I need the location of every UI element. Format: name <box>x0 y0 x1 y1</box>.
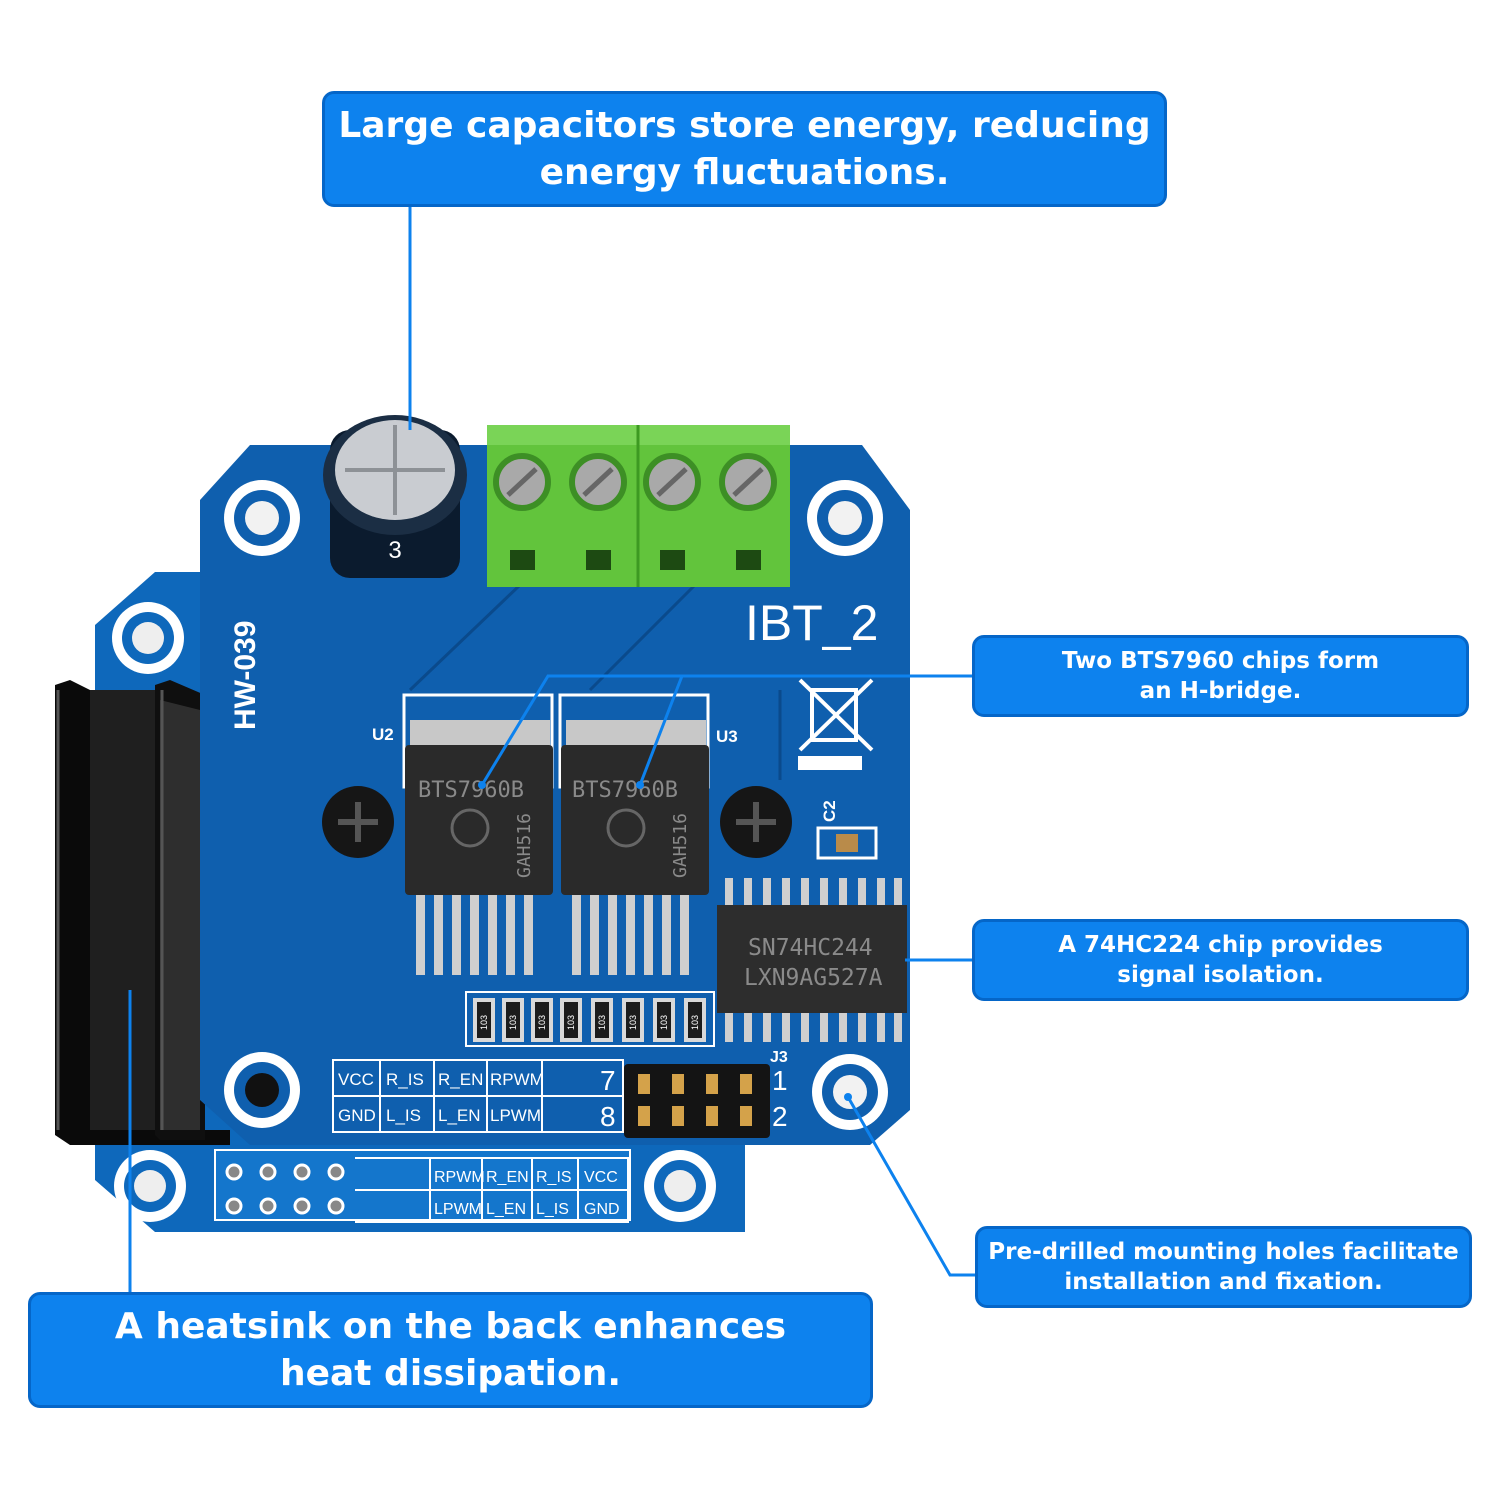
screw-icon <box>322 786 394 858</box>
resistor-array: 103 103 103 103 103 103 103 103 <box>465 991 715 1047</box>
svg-text:103: 103 <box>508 1015 518 1030</box>
svg-text:L_IS: L_IS <box>386 1106 421 1125</box>
svg-text:GND: GND <box>584 1201 620 1218</box>
screw-terminal <box>487 425 790 587</box>
front-board: 3 IBT_2 HW-039 <box>200 415 910 1145</box>
chip-left-ref: U2 <box>372 725 394 744</box>
svg-text:GND: GND <box>338 1106 376 1125</box>
bts7960-chip-right: BTS7960B GAH516 <box>561 720 709 975</box>
svg-text:LPWM: LPWM <box>434 1201 482 1218</box>
svg-text:2: 2 <box>772 1101 788 1132</box>
svg-text:BTS7960B: BTS7960B <box>418 778 524 803</box>
svg-text:103: 103 <box>537 1015 547 1030</box>
svg-text:7: 7 <box>600 1065 616 1096</box>
cap-ref: C2 <box>820 800 839 822</box>
board-name: IBT_2 <box>745 595 878 651</box>
callout-heatsink: A heatsink on the back enhances heat dis… <box>28 1292 873 1408</box>
sn74hc244-chip: SN74HC244 LXN9AG527A <box>717 878 907 1042</box>
capacitor-mark: 3 <box>388 537 401 564</box>
callout-signal-isolation: A 74HC224 chip provides signal isolation… <box>972 919 1469 1001</box>
chip-right-ref: U3 <box>716 727 738 746</box>
back-pin-labels: RPWM R_EN R_IS VCC LPWM L_EN L_IS GND <box>434 1169 620 1218</box>
svg-text:VCC: VCC <box>584 1169 618 1186</box>
svg-text:L_EN: L_EN <box>438 1106 481 1125</box>
svg-text:103: 103 <box>566 1015 576 1030</box>
svg-text:BTS7960B: BTS7960B <box>572 778 678 803</box>
svg-text:LXN9AG527A: LXN9AG527A <box>744 965 883 991</box>
svg-text:GAH516: GAH516 <box>514 813 535 878</box>
svg-text:GAH516: GAH516 <box>670 813 691 878</box>
svg-text:L_EN: L_EN <box>486 1201 526 1218</box>
svg-text:8: 8 <box>600 1101 616 1132</box>
mounting-hole-icon <box>224 480 300 556</box>
svg-text:SN74HC244: SN74HC244 <box>748 935 873 961</box>
callout-leader-lines <box>128 207 975 1292</box>
svg-text:LPWM: LPWM <box>490 1106 541 1125</box>
callout-h-bridge-chips: Two BTS7960 chips form an H-bridge. <box>972 635 1469 717</box>
pin-header <box>624 1064 770 1138</box>
svg-text:RPWM: RPWM <box>434 1169 485 1186</box>
heatsink <box>55 680 230 1145</box>
svg-text:R_EN: R_EN <box>486 1169 529 1186</box>
svg-text:R_EN: R_EN <box>438 1070 483 1089</box>
svg-text:103: 103 <box>659 1015 669 1030</box>
svg-text:L_IS: L_IS <box>536 1201 569 1218</box>
callout-capacitors: Large capacitors store energy, reducing … <box>322 91 1167 207</box>
pin-label-table: VCC R_IS R_EN RPWM GND L_IS L_EN LPWM 7 … <box>332 1049 788 1133</box>
svg-text:VCC: VCC <box>338 1070 374 1089</box>
svg-text:1: 1 <box>772 1065 788 1096</box>
svg-text:R_IS: R_IS <box>536 1169 572 1186</box>
svg-text:103: 103 <box>628 1015 638 1030</box>
bts7960-chip-left: BTS7960B GAH516 <box>405 720 553 975</box>
svg-text:R_IS: R_IS <box>386 1070 424 1089</box>
svg-text:103: 103 <box>690 1015 700 1030</box>
svg-text:103: 103 <box>479 1015 489 1030</box>
weee-disposal-icon <box>798 678 874 770</box>
board-model: HW-039 <box>229 621 262 730</box>
svg-text:103: 103 <box>597 1015 607 1030</box>
capacitor: 3 <box>323 415 467 578</box>
header-ref: J3 <box>770 1049 788 1066</box>
svg-text:RPWM: RPWM <box>490 1070 544 1089</box>
callout-mounting-holes: Pre-drilled mounting holes facilitate in… <box>975 1226 1472 1308</box>
